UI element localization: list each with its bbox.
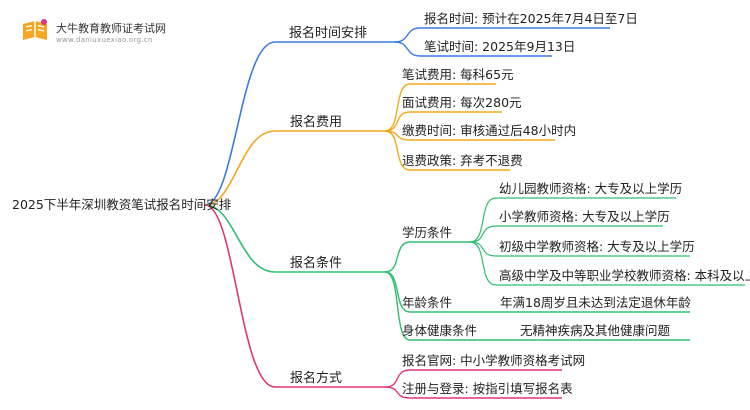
age-value: 年满18周岁且未达到法定退休年龄 [500, 295, 691, 310]
schedule-item: 报名时间: 预计在2025年7月4日至7日 [424, 11, 638, 26]
connector-root-schedule [204, 41, 395, 206]
connector-conditions-health [384, 271, 690, 341]
method-item: 报名官网: 中小学教师资格考试网 [402, 353, 586, 368]
connector-fees-item-4 [384, 130, 510, 171]
branch-conditions: 报名条件 [290, 256, 343, 271]
health-node: 身体健康条件 [402, 323, 478, 338]
connector-fees-item-1 [384, 83, 496, 132]
education-item: 小学教师资格: 大专及以上学历 [499, 209, 670, 224]
education-item: 高级中学及中等职业学校教师资格: 本科及以上学历 [499, 268, 750, 283]
logo-subtitle: www.daniuxuexiao.org.cn [56, 36, 153, 44]
education-item: 幼儿园教师资格: 大专及以上学历 [499, 181, 683, 196]
fees-item: 面试费用: 每次280元 [402, 95, 522, 110]
connector-root-fees [204, 130, 385, 206]
branch-method: 报名方式 [290, 371, 343, 386]
schedule-item: 笔试时间: 2025年9月13日 [424, 39, 576, 54]
fees-item: 退费政策: 弃考不退费 [402, 153, 523, 168]
root-node: 2025下半年深圳教资笔试报名时间安排 [12, 197, 232, 212]
connector-education-item-4 [469, 241, 745, 286]
connector-root-method [204, 204, 385, 388]
branch-fees: 报名费用 [290, 115, 343, 130]
health-value: 无精神疾病及其他健康问题 [520, 323, 671, 338]
education-node: 学历条件 [402, 225, 453, 240]
connector-schedule-item-2 [394, 41, 552, 57]
connector-education-item-3 [469, 241, 690, 257]
logo-title: 大牛教育教师证考试网 [56, 22, 166, 35]
connector-conditions-education [384, 241, 470, 273]
fees-item: 缴费时间: 审核通过后48小时内 [402, 123, 577, 138]
connector-schedule-item-1 [394, 27, 610, 43]
site-logo[interactable]: 大牛教育教师证考试网 www.daniuxuexiao.org.cn [14, 14, 166, 50]
connector-method-item-2 [384, 386, 562, 399]
method-item: 注册与登录: 按指引填写报名表 [402, 381, 573, 396]
connector-fees-item-2 [384, 111, 502, 132]
age-node: 年龄条件 [402, 295, 453, 310]
fees-item: 笔试费用: 每科65元 [402, 67, 514, 82]
book-logo-icon [23, 19, 47, 40]
connector-method-item-1 [384, 369, 562, 388]
connector-root-conditions [204, 204, 385, 273]
branch-schedule: 报名时间安排 [289, 26, 368, 41]
connector-education-item-2 [469, 225, 663, 243]
connector-education-item-1 [469, 197, 676, 243]
education-item: 初级中学教师资格: 大专及以上学历 [499, 239, 695, 254]
